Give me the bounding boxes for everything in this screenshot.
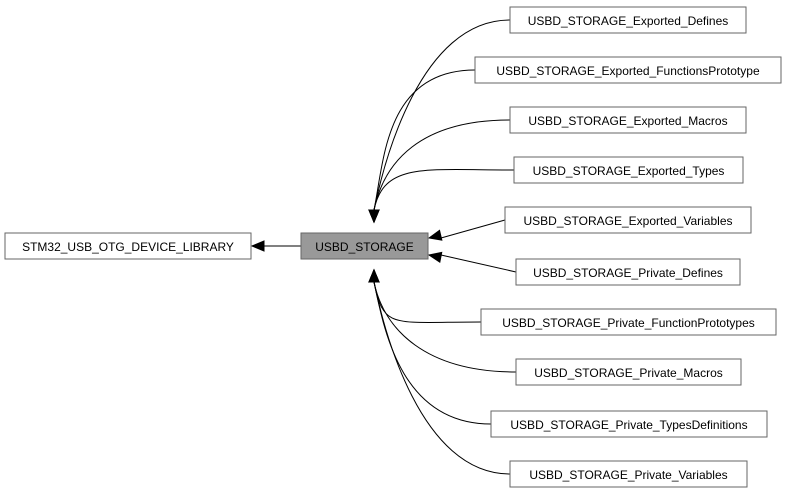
node-child[interactable]: USBD_STORAGE_Private_Variables [509,460,748,488]
node-parent[interactable]: STM32_USB_OTG_DEVICE_LIBRARY [4,232,252,260]
edge-child-to-current [373,281,511,475]
edge-child-to-current [373,19,511,211]
node-child[interactable]: USBD_STORAGE_Private_FunctionPrototypes [480,308,777,336]
node-child-label[interactable]: USBD_STORAGE_Private_FunctionPrototypes [502,316,755,330]
node-child[interactable]: USBD_STORAGE_Private_Defines [515,258,741,286]
node-child-box[interactable] [509,106,747,134]
node-child-box[interactable] [509,460,748,488]
edge-child-to-current [440,254,517,273]
node-parent-label[interactable]: STM32_USB_OTG_DEVICE_LIBRARY [22,240,234,254]
node-child[interactable]: USBD_STORAGE_Exported_Defines [509,6,747,34]
node-current-box[interactable] [300,232,429,260]
node-child-box[interactable] [474,56,782,84]
arrowhead-icon [368,209,380,224]
edge-child-to-current [373,69,476,211]
node-child-box[interactable] [480,308,777,336]
edge-child-to-current [440,219,506,239]
arrowhead-icon [427,229,443,241]
node-child-label[interactable]: USBD_STORAGE_Exported_Variables [524,214,733,228]
node-child-box[interactable] [515,358,742,386]
node-child[interactable]: USBD_STORAGE_Private_Macros [515,358,742,386]
node-parent-box[interactable] [4,232,252,260]
edge-child-to-current [373,119,511,211]
node-child[interactable]: USBD_STORAGE_Exported_Macros [509,106,747,134]
node-child-box[interactable] [515,258,741,286]
node-current-label[interactable]: USBD_STORAGE [315,240,413,254]
node-child-label[interactable]: USBD_STORAGE_Private_Macros [534,366,723,380]
node-child-label[interactable]: USBD_STORAGE_Private_Defines [533,266,723,280]
arrowhead-icon [250,240,265,252]
node-current[interactable]: USBD_STORAGE [300,232,429,260]
node-child-label[interactable]: USBD_STORAGE_Exported_Macros [528,114,727,128]
node-child[interactable]: USBD_STORAGE_Exported_Types [513,156,744,184]
edges [250,19,517,475]
node-child[interactable]: USBD_STORAGE_Exported_FunctionsPrototype [474,56,782,84]
node-child-label[interactable]: USBD_STORAGE_Exported_FunctionsPrototype [496,64,760,78]
node-child-label[interactable]: USBD_STORAGE_Private_Variables [529,468,727,482]
edge-child-to-current [373,281,517,373]
edge-child-to-current [373,281,492,425]
node-child-box[interactable] [509,6,747,34]
node-child-label[interactable]: USBD_STORAGE_Private_TypesDefinitions [510,418,747,432]
node-child-box[interactable] [504,206,752,234]
node-child[interactable]: USBD_STORAGE_Exported_Variables [504,206,752,234]
node-child-box[interactable] [490,410,768,438]
node-child[interactable]: USBD_STORAGE_Private_TypesDefinitions [490,410,768,438]
node-child-label[interactable]: USBD_STORAGE_Exported_Defines [528,14,729,28]
node-child-box[interactable] [513,156,744,184]
arrowhead-icon [368,268,380,283]
edge-child-to-current [373,169,515,211]
edge-child-to-current [373,281,482,323]
nodes: STM32_USB_OTG_DEVICE_LIBRARY USBD_STORAG… [4,6,782,488]
node-child-label[interactable]: USBD_STORAGE_Exported_Types [533,164,725,178]
arrowhead-icon [427,251,443,264]
